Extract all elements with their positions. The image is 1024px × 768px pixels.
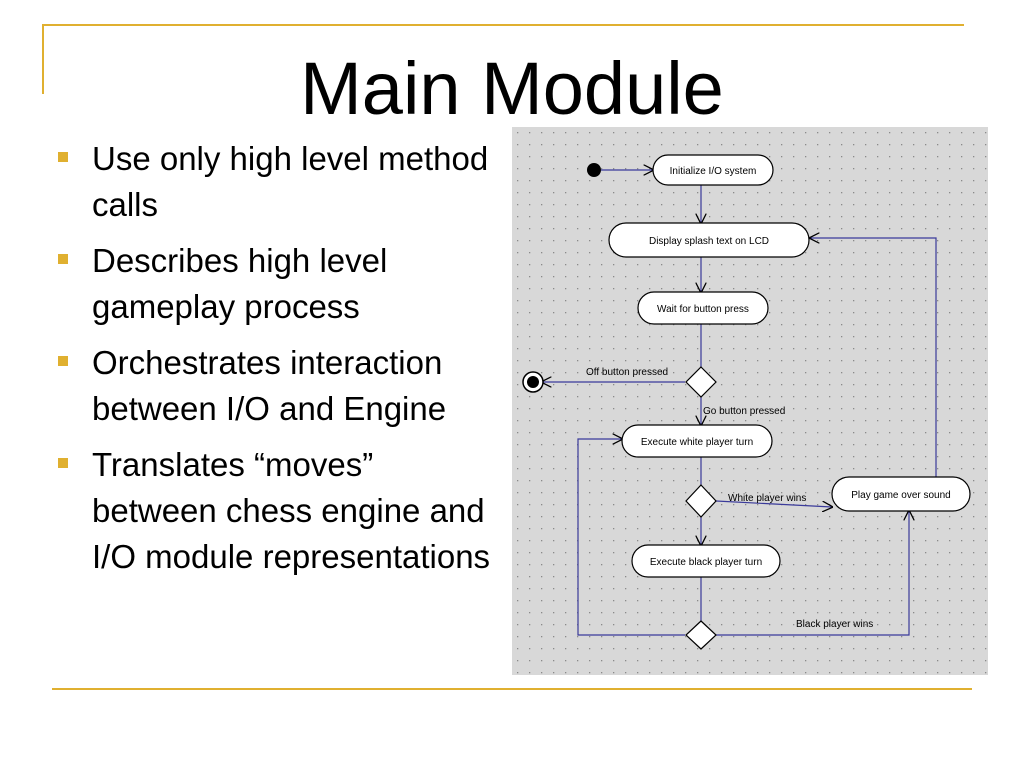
bullet-list: Use only high level method calls Describ…	[56, 136, 506, 590]
decision-node-black	[685, 620, 717, 650]
bullet-marker-icon	[58, 458, 68, 468]
decor-bottom-line	[52, 688, 972, 690]
activity-black-turn-label: Execute black player turn	[650, 557, 762, 568]
bullet-item: Describes high level gameplay process	[56, 238, 506, 330]
bullet-text: Describes high level gameplay process	[92, 242, 388, 325]
activity-splash: Display splash text on LCD	[608, 222, 810, 258]
activity-diagram: Initialize I/O system Display splash tex…	[512, 127, 988, 675]
flow-loop-back	[577, 439, 685, 636]
final-node-dot	[527, 376, 539, 388]
bullet-item: Use only high level method calls	[56, 136, 506, 228]
bullet-marker-icon	[58, 152, 68, 162]
decision-node-button	[685, 366, 717, 398]
bullet-marker-icon	[58, 356, 68, 366]
slide-title: Main Module	[300, 47, 724, 130]
flow-white-wins	[715, 500, 832, 507]
guard-go-label: Go button pressed	[703, 406, 785, 417]
bullet-text: Orchestrates interaction between I/O and…	[92, 344, 447, 427]
activity-game-over: Play game over sound	[831, 476, 971, 512]
activity-wait: Wait for button press	[637, 291, 769, 325]
activity-init: Initialize I/O system	[652, 154, 774, 186]
activity-splash-label: Display splash text on LCD	[649, 236, 769, 247]
activity-black-turn: Execute black player turn	[631, 544, 781, 578]
guard-off-label: Off button pressed	[586, 367, 668, 378]
activity-white-turn-label: Execute white player turn	[641, 437, 753, 448]
bullet-marker-icon	[58, 254, 68, 264]
initial-node	[587, 163, 601, 177]
flow-gameover-to-splash	[810, 238, 937, 481]
bullet-item: Translates “moves” between chess engine …	[56, 442, 506, 580]
activity-game-over-label: Play game over sound	[851, 490, 951, 501]
diagram-grid	[512, 127, 988, 675]
activity-init-label: Initialize I/O system	[670, 166, 757, 177]
decor-vertical-line	[42, 24, 44, 94]
bullet-item: Orchestrates interaction between I/O and…	[56, 340, 506, 432]
guard-black-wins-label: Black player wins	[796, 619, 873, 630]
bullet-text: Translates “moves” between chess engine …	[92, 446, 491, 575]
flow-black-wins	[716, 511, 909, 636]
guard-white-wins-label: White player wins	[728, 493, 806, 504]
bullet-text: Use only high level method calls	[92, 140, 489, 223]
activity-wait-label: Wait for button press	[657, 304, 749, 315]
decision-node-white	[685, 484, 717, 518]
activity-white-turn: Execute white player turn	[621, 424, 773, 458]
flow-lines	[542, 170, 937, 636]
decor-top-line	[42, 24, 964, 26]
